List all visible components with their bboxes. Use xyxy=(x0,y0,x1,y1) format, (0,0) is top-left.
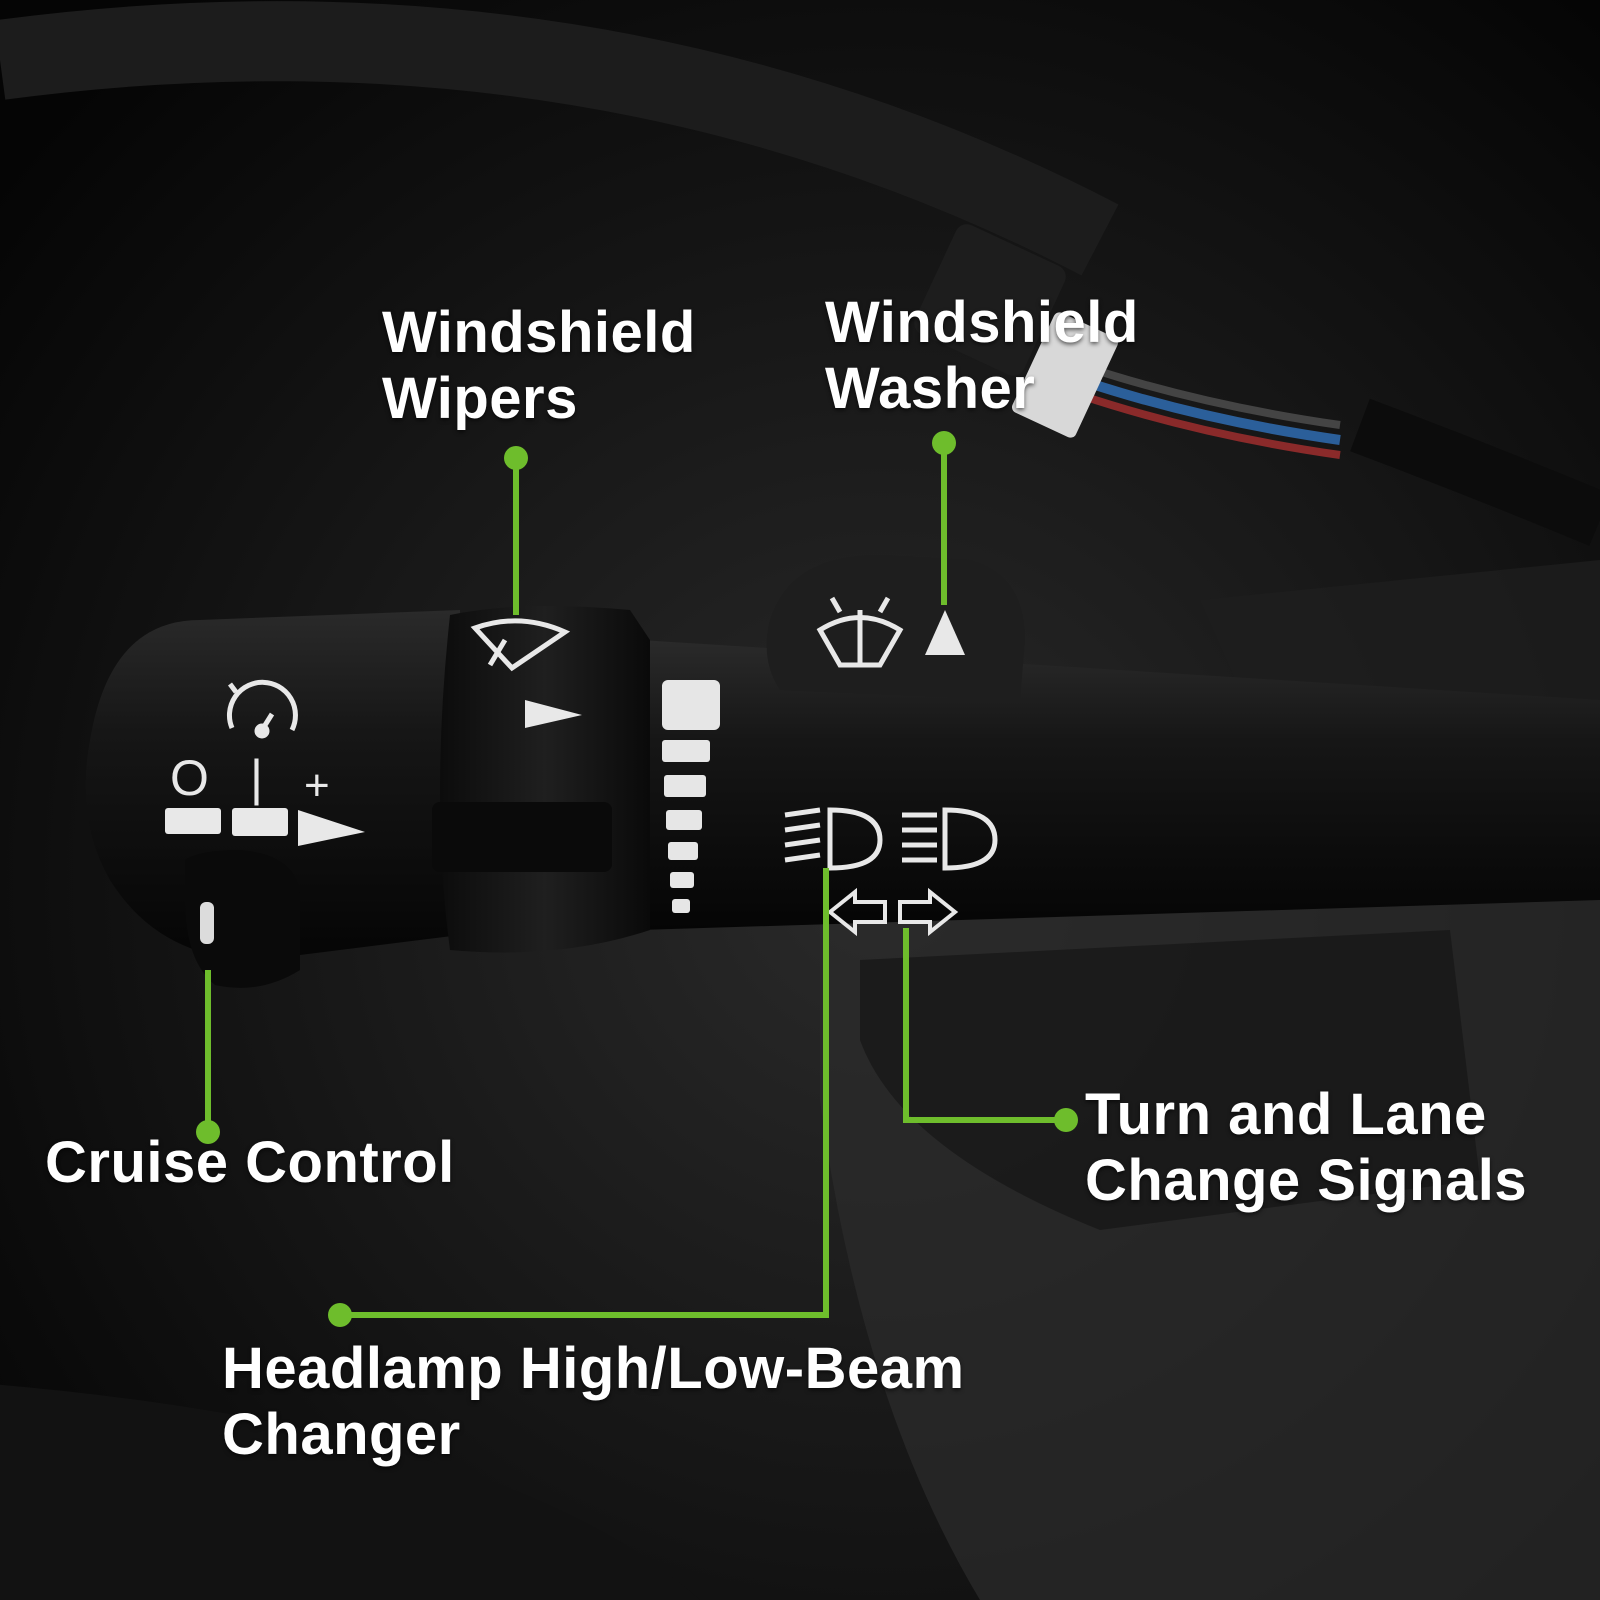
washer-arrow-icon xyxy=(925,610,965,655)
callout-leader-turn xyxy=(903,928,1078,1132)
cruise-symbols xyxy=(165,808,365,846)
low-beam-headlamp-icon xyxy=(784,807,883,871)
washer-icon xyxy=(816,596,904,668)
cruise-plus-symbol: + xyxy=(304,761,330,810)
label-washer-line1: Windshield xyxy=(825,290,1139,355)
label-wipers-line1: Windshield xyxy=(382,300,696,365)
upper-arc xyxy=(0,1,1119,276)
label-turn-signals: Turn and Lane Change Signals xyxy=(1085,1082,1527,1214)
high-beam-headlamp-icon xyxy=(902,807,998,871)
label-windshield-wipers: Windshield Wipers xyxy=(382,300,696,432)
label-headlamp-line2: Changer xyxy=(222,1402,461,1467)
label-cruise-control: Cruise Control xyxy=(45,1130,455,1196)
wire-connector-icon xyxy=(914,224,1600,546)
multifunction-stalk xyxy=(85,555,1600,988)
label-windshield-washer: Windshield Washer xyxy=(825,290,1139,422)
dash-panel-inner xyxy=(860,930,1480,1230)
label-washer-line2: Washer xyxy=(825,356,1036,421)
label-headlamp-line1: Headlamp High/Low-Beam xyxy=(222,1336,965,1401)
left-turn-arrow-icon xyxy=(826,887,887,937)
right-turn-arrow-icon xyxy=(898,887,959,937)
cruise-control-speedometer-icon xyxy=(226,679,298,739)
cruise-off-symbol: O xyxy=(170,750,209,806)
wiper-arrow-icon xyxy=(525,700,582,728)
label-headlamp-changer: Headlamp High/Low-Beam Changer xyxy=(222,1336,965,1468)
wiper-ring xyxy=(440,606,650,953)
label-turn-line2: Change Signals xyxy=(1085,1148,1528,1213)
callout-leader-headlamp xyxy=(328,868,829,1327)
label-cruise-line1: Cruise Control xyxy=(45,1130,455,1195)
callout-leader-wipers xyxy=(504,446,528,615)
cruise-knob xyxy=(185,850,300,988)
label-turn-line1: Turn and Lane xyxy=(1085,1082,1487,1147)
wiper-speed-steps xyxy=(662,680,720,913)
steering-wheel-arc xyxy=(0,1384,700,1600)
callout-leader-washer xyxy=(932,431,956,605)
label-wipers-line2: Wipers xyxy=(382,366,578,431)
wiper-icon xyxy=(470,618,571,672)
callout-leader-cruise xyxy=(196,970,220,1144)
cruise-minus-symbol: | xyxy=(250,750,263,806)
